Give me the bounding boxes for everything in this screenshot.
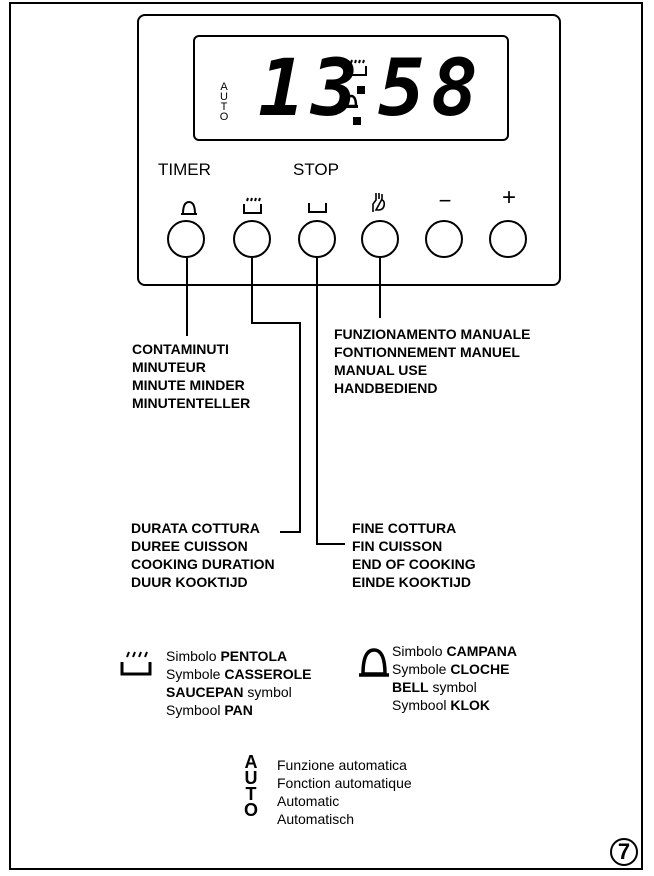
cooking-duration-label: DURATA COTTURA DUREE CUISSON COOKING DUR…	[131, 519, 275, 591]
legend-auto-text: Funzione automatica Fonction automatique…	[277, 756, 412, 828]
legend-line: Fonction automatique	[277, 775, 412, 791]
callout-line: MANUAL USE	[334, 362, 428, 378]
auto-letter: A	[220, 81, 228, 93]
legend-saucepan-icon	[120, 651, 152, 676]
manual-use-label: FUNZIONAMENTO MANUALE FONTIONNEMENT MANU…	[334, 325, 531, 397]
minute-minder-label: CONTAMINUTI MINUTEUR MINUTE MINDER MINUT…	[132, 340, 250, 412]
callout-line: DUUR KOOKTIJD	[131, 574, 248, 590]
plus-icon: +	[501, 184, 516, 211]
display-minutes: 58	[378, 44, 484, 134]
legend-bell-icon	[359, 648, 389, 677]
stop-label: STOP	[293, 160, 339, 179]
pan-indicator-icon	[347, 59, 367, 76]
plus-button[interactable]	[489, 220, 527, 258]
cooking-duration-button[interactable]	[233, 220, 271, 258]
auto-letter: T	[245, 784, 257, 804]
timer-label: TIMER	[158, 160, 211, 179]
auto-letter: O	[243, 800, 258, 820]
callout-line: DUREE CUISSON	[131, 538, 248, 554]
hand-icon	[372, 193, 386, 212]
end-of-cooking-leader	[316, 258, 345, 545]
minus-icon: −	[438, 188, 452, 213]
auto-letter: A	[244, 752, 258, 772]
legend-pan-text: Simbolo PENTOLA Symbole CASSEROLE SAUCEP…	[166, 647, 311, 719]
callout-line: MINUTENTELLER	[132, 395, 251, 411]
auto-letter: T	[220, 101, 228, 113]
end-of-cooking-label: FINE COTTURA FIN CUISSON END OF COOKING …	[352, 519, 476, 591]
legend-line: Symbole CLOCHE	[392, 661, 510, 677]
stop-pan-icon	[308, 203, 327, 213]
auto-letter: U	[220, 91, 228, 103]
legend-line: Automatic	[277, 793, 340, 809]
callout-line: MINUTE MINDER	[132, 377, 245, 393]
callout-line: HANDBEDIEND	[334, 380, 438, 396]
legend-line: BELL symbol	[392, 679, 477, 695]
page-number: 7	[610, 838, 638, 866]
legend-line: Symbool KLOK	[392, 697, 491, 713]
callout-line: END OF COOKING	[352, 556, 476, 572]
legend-line: Automatisch	[277, 811, 355, 827]
legend-line: Symbole CASSEROLE	[166, 666, 312, 682]
callout-line: CONTAMINUTI	[132, 341, 229, 357]
callout-line: FINE COTTURA	[352, 520, 457, 536]
callout-line: DURATA COTTURA	[131, 520, 260, 536]
display-hours: 13	[258, 44, 364, 134]
legend-bell-text: Simbolo CAMPANA Symbole CLOCHE BELL symb…	[392, 642, 517, 714]
bell-icon	[181, 200, 197, 215]
callout-line: EINDE KOOKTIJD	[352, 574, 472, 590]
callout-line: MINUTEUR	[132, 359, 206, 375]
legend-line: Symbool PAN	[166, 702, 253, 718]
callout-line: COOKING DURATION	[131, 556, 275, 572]
legend-line: Simbolo CAMPANA	[392, 643, 517, 659]
legend-auto-icon: A U T O	[242, 752, 260, 820]
callout-line: FIN CUISSON	[352, 538, 443, 554]
bell-indicator-icon	[344, 94, 358, 108]
display-auto-indicator: A U T O	[218, 81, 230, 123]
legend-line: Funzione automatica	[277, 757, 407, 773]
clock-display	[193, 35, 509, 141]
minus-button[interactable]	[425, 220, 463, 258]
legend-line: SAUCEPAN symbol	[166, 684, 292, 700]
page-frame	[9, 2, 643, 870]
legend-line: Simbolo PENTOLA	[166, 648, 288, 664]
callout-line: FUNZIONAMENTO MANUALE	[334, 326, 531, 342]
callout-line: FONTIONNEMENT MANUEL	[334, 344, 520, 360]
saucepan-icon	[243, 197, 262, 214]
auto-letter: U	[244, 768, 258, 788]
end-of-cooking-button[interactable]	[298, 220, 336, 258]
manual-button[interactable]	[361, 220, 399, 258]
cooking-duration-leader	[251, 258, 301, 533]
colon-icon	[353, 86, 365, 125]
auto-letter: O	[219, 111, 229, 123]
timer-button[interactable]	[167, 220, 205, 258]
